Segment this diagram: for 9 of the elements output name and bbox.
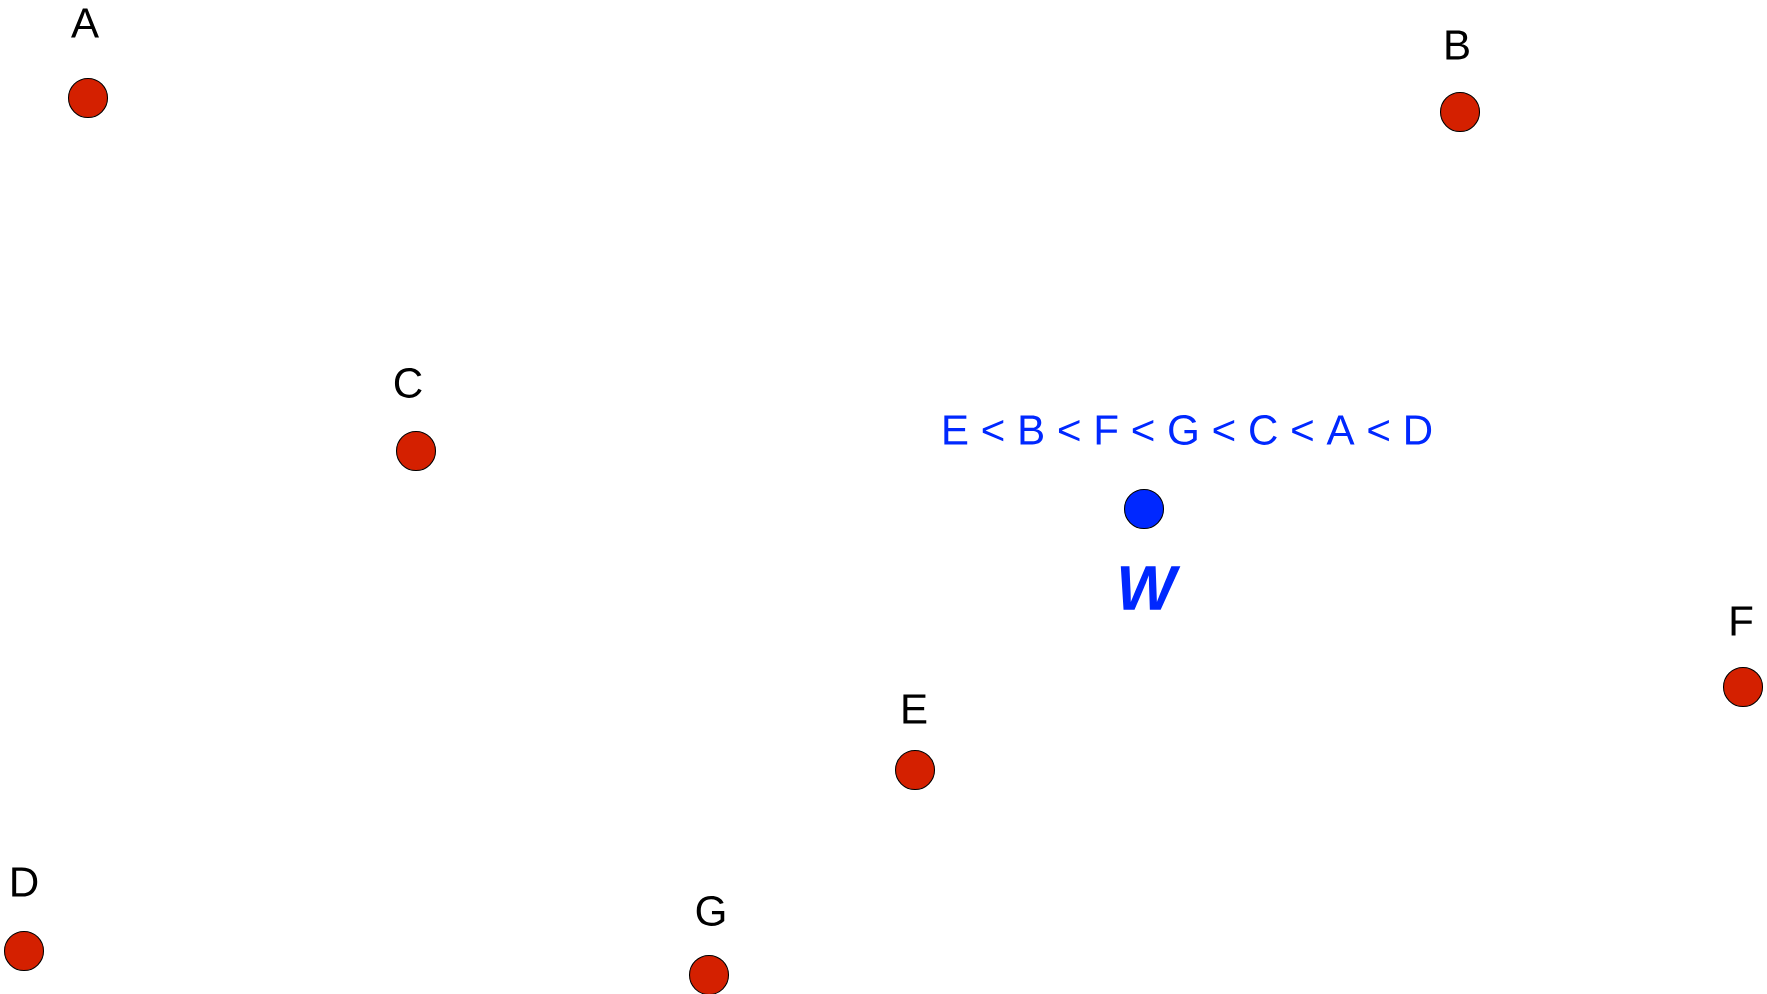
point-label: F bbox=[1731, 606, 1753, 636]
point-label: C bbox=[394, 368, 422, 398]
point-label: E bbox=[903, 694, 927, 724]
point-label: A bbox=[71, 8, 99, 38]
point-label: B bbox=[1446, 30, 1469, 60]
point-label: W bbox=[1120, 566, 1181, 610]
point-label: G bbox=[696, 896, 725, 926]
point-label: D bbox=[12, 867, 38, 897]
order-text: E < B < F < G < C < A < D bbox=[944, 415, 1432, 445]
